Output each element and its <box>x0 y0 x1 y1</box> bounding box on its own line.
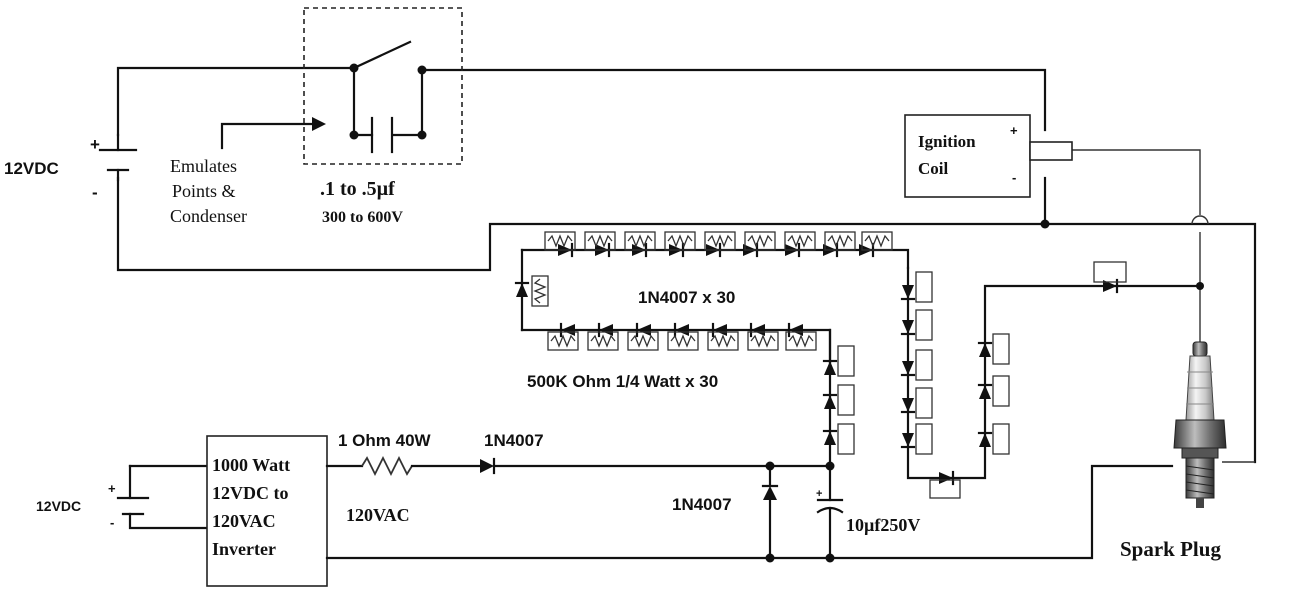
wire-multiplier-output <box>906 266 1202 480</box>
coil-plus: + <box>1010 123 1018 138</box>
battery-main <box>98 133 138 182</box>
emulates-line3: Condenser <box>170 206 247 226</box>
coil-minus: - <box>1012 170 1016 185</box>
emulates-line2: Points & <box>172 181 236 201</box>
ac-output-line <box>325 455 835 477</box>
wire-switch-to-coil <box>420 68 1047 132</box>
coil-label-line2: Coil <box>918 159 949 178</box>
points-condenser-box <box>303 7 463 165</box>
battery-main-minus: - <box>92 183 98 202</box>
cap-storage-plus: + <box>816 488 822 500</box>
inverter-line2: 12VDC to <box>212 483 289 503</box>
capacitor-storage <box>816 464 844 563</box>
inverter-box <box>206 435 328 587</box>
diode-series-label: 1N4007 <box>484 431 544 450</box>
cap-storage-label: 10µf250V <box>846 515 920 535</box>
top-wires <box>116 66 1257 464</box>
ac-label: 120VAC <box>346 505 410 525</box>
diode-output <box>1093 261 1204 294</box>
diode-shunt <box>761 464 779 563</box>
cap-voltage-label: 300 to 600V <box>322 209 403 226</box>
battery-main-plus: + <box>90 135 100 154</box>
points-switch <box>349 40 427 154</box>
resistors-top <box>544 231 893 251</box>
diodes-center-column <box>822 345 855 455</box>
diodes-bottom <box>559 322 803 338</box>
inverter-line3: 120VAC <box>212 511 276 531</box>
diodes-right-column <box>900 271 933 455</box>
diode-left-column <box>514 275 549 307</box>
resistor-chain-label: 500K Ohm 1/4 Watt x 30 <box>527 372 718 391</box>
ignition-coil-terminal <box>1029 141 1073 161</box>
spark-plug <box>1173 341 1227 508</box>
emulates-arrow <box>220 117 326 150</box>
diode-bottom-connector <box>929 470 961 499</box>
wire-ground-bus <box>116 176 1257 464</box>
spark-plug-label: Spark Plug <box>1120 537 1221 561</box>
battery-main-label: 12VDC <box>4 159 59 178</box>
battery-small-plus: + <box>108 481 116 496</box>
cap-value-label: .1 to .5µf <box>320 178 395 200</box>
battery-small-minus: - <box>110 515 114 530</box>
battery-small-label: 12VDC <box>36 498 81 514</box>
diode-chain-label: 1N4007 x 30 <box>638 288 735 307</box>
battery-small <box>116 464 209 530</box>
diodes-rising-column <box>977 333 1010 455</box>
inverter-line1: 1000 Watt <box>212 455 290 475</box>
ignition-coil-box <box>904 114 1031 198</box>
resistor-1ohm-label: 1 Ohm 40W <box>338 431 432 450</box>
resistors-bottom <box>547 331 817 351</box>
emulates-line1: Emulates <box>170 156 237 176</box>
wire-battery-to-switch <box>116 66 356 137</box>
wire-coil-hv <box>1072 149 1201 215</box>
coil-label-line1: Ignition <box>918 132 976 151</box>
wire-return <box>325 464 1174 560</box>
inverter-line4: Inverter <box>212 539 276 559</box>
wire-crossover <box>1191 215 1209 225</box>
junction-coil-bus <box>1040 219 1050 229</box>
diode-shunt-label: 1N4007 <box>672 495 732 514</box>
